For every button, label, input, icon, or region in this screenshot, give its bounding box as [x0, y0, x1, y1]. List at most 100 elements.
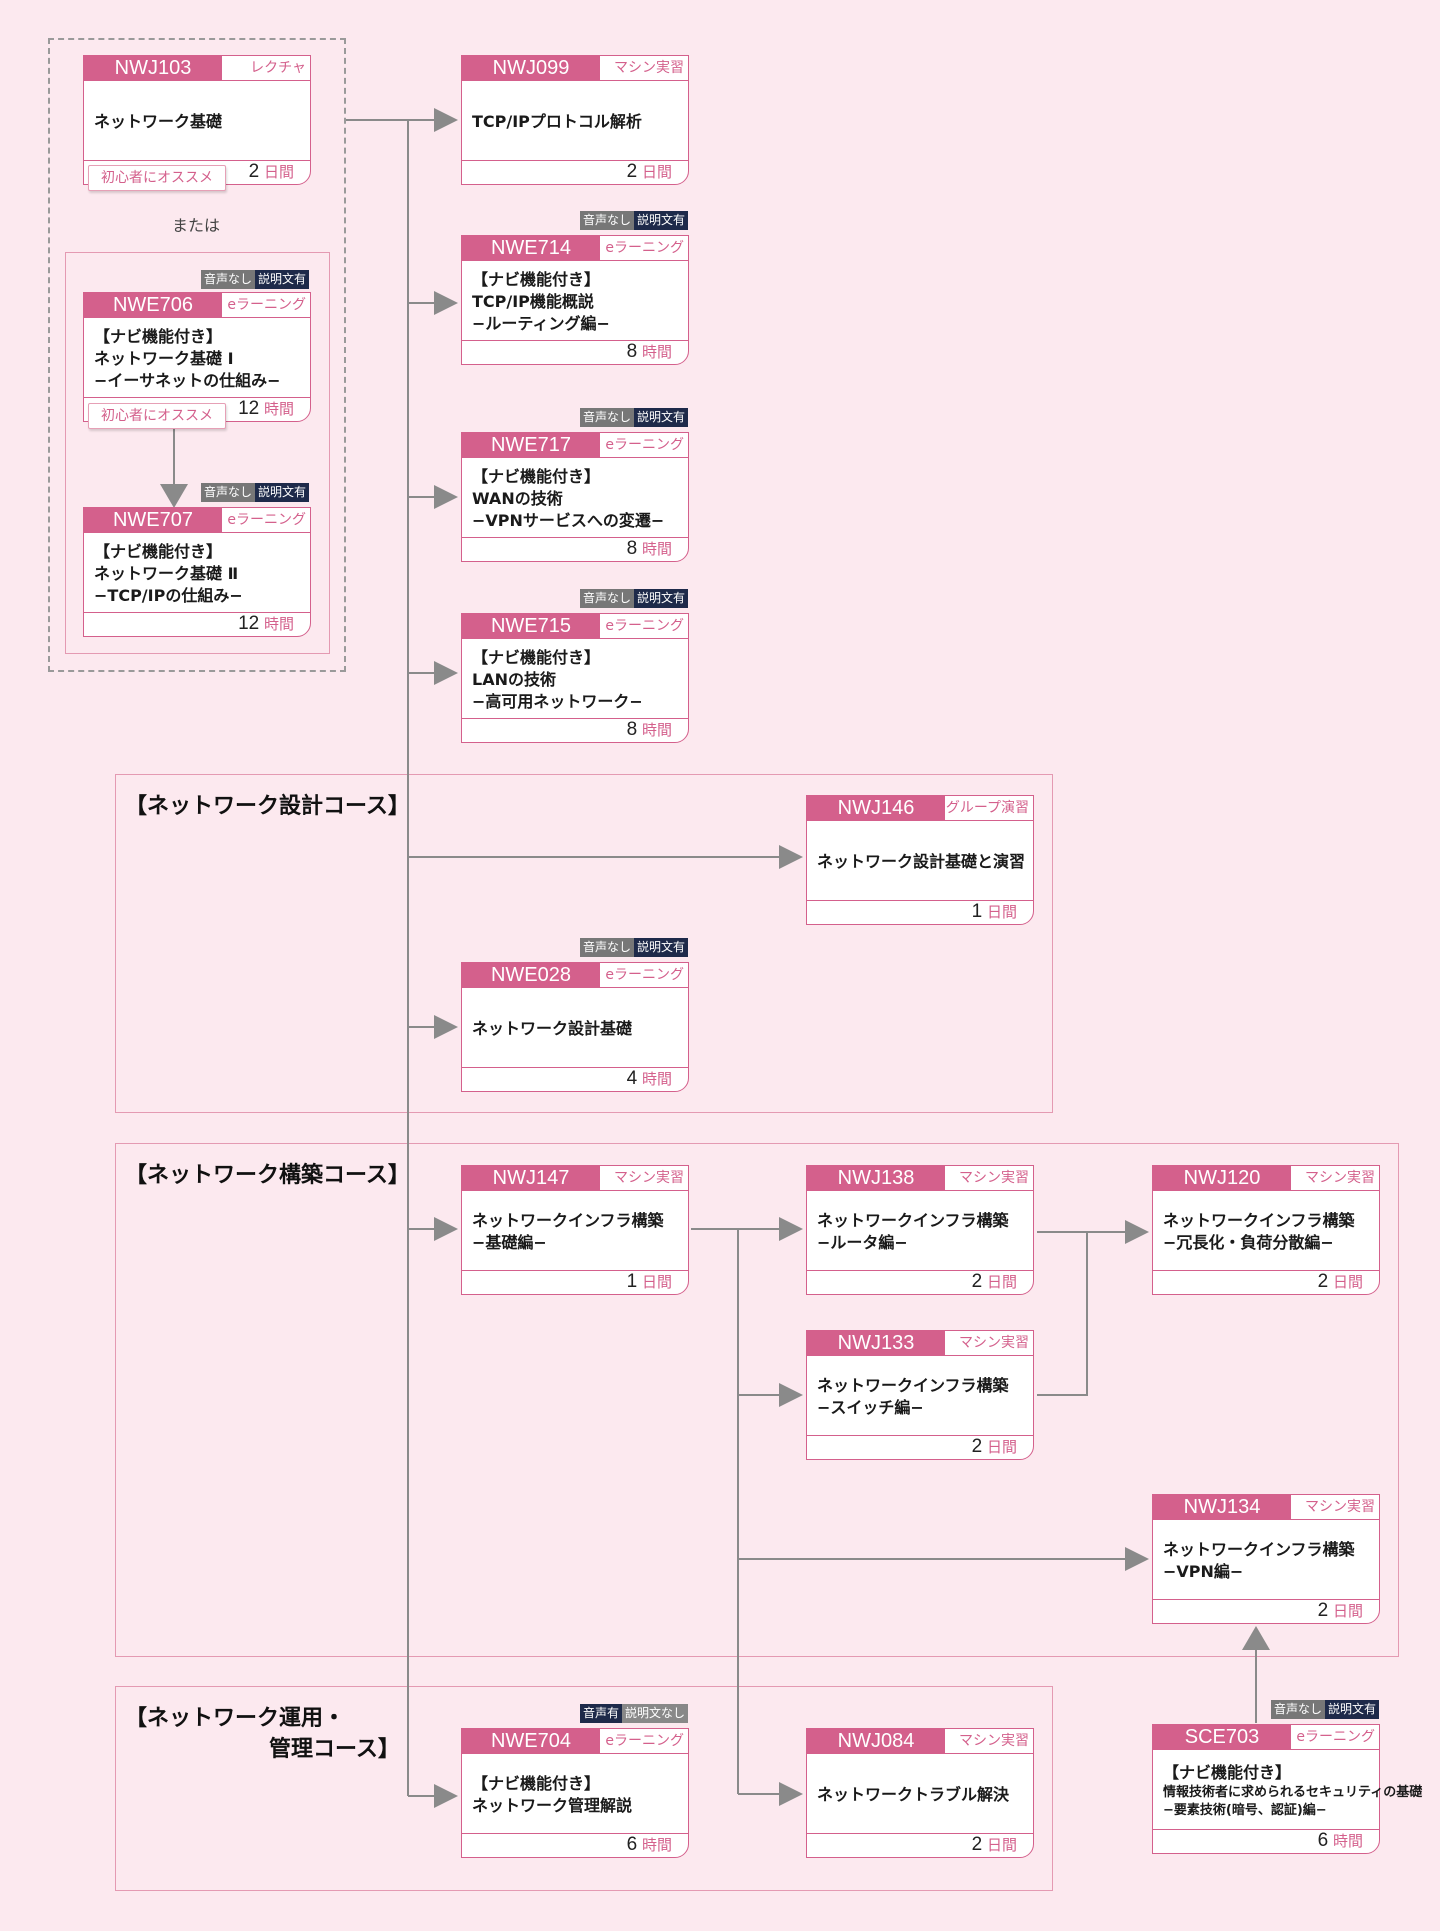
course-code: NWJ133: [807, 1331, 945, 1355]
course-type: eラーニング: [222, 508, 310, 532]
course-title-line: ネットワーク管理解説: [472, 1796, 633, 1815]
course-code: NWE028: [462, 963, 600, 987]
course-title: ネットワーク基礎: [94, 112, 223, 131]
course-duration: 1 日間: [971, 901, 1017, 922]
course-type: eラーニング: [600, 963, 688, 987]
course-duration: 2 日間: [1317, 1600, 1363, 1621]
course-type: eラーニング: [600, 433, 688, 457]
course-title-line: ネットワークインフラ構築: [472, 1211, 664, 1230]
course-duration: 2 日間: [971, 1834, 1017, 1855]
tag-no-audio-with-text: 音声なし説明文有: [1271, 1700, 1380, 1719]
course-code: NWE715: [462, 614, 600, 638]
elearning-alternative-group: [65, 252, 330, 654]
or-label: または: [172, 216, 221, 235]
course-title-line: 【ナビ機能付き】: [1163, 1763, 1292, 1782]
course-title: TCP/IPプロトコル解析: [472, 112, 642, 131]
course-duration: 6 時間: [1317, 1830, 1363, 1851]
tag-no-audio-with-text: 音声なし説明文有: [580, 408, 689, 427]
tag-with-audio-no-text: 音声有説明文なし: [580, 1704, 689, 1723]
course-code: NWE704: [462, 1729, 600, 1753]
course-code: NWJ120: [1153, 1166, 1291, 1190]
course-duration: 12 時間: [238, 398, 294, 419]
course-title-line: 【ナビ機能付き】: [472, 648, 601, 667]
course-title-line: −TCP/IPの仕組み−: [94, 586, 243, 605]
course-type: eラーニング: [600, 236, 688, 260]
course-code: NWJ146: [807, 796, 945, 820]
course-code: NWJ138: [807, 1166, 945, 1190]
recommend-badge: 初心者にオススメ: [88, 403, 226, 429]
course-title-line: 情報技術者に求められるセキュリティの基礎: [1163, 1785, 1423, 1800]
section-title-ops-line1: 【ネットワーク運用・: [125, 1706, 346, 1731]
course-code: NWJ099: [462, 56, 600, 80]
course-title-line: −イーサネットの仕組み−: [94, 371, 281, 390]
course-code: NWE714: [462, 236, 600, 260]
course-title: ネットワーク設計基礎と演習: [817, 852, 1026, 871]
course-duration: 6 時間: [626, 1834, 672, 1855]
course-title-line: 【ナビ機能付き】: [472, 1774, 601, 1793]
section-title-build: 【ネットワーク構築コース】: [125, 1163, 410, 1188]
tag-no-audio-with-text: 音声なし説明文有: [580, 938, 689, 957]
course-title-line: 【ナビ機能付き】: [94, 327, 223, 346]
course-title-line: LANの技術: [472, 670, 556, 689]
course-title-line: −スイッチ編−: [817, 1398, 924, 1417]
course-type: マシン実習: [945, 1331, 1033, 1355]
course-title-line: −要素技術(暗号、認証)編−: [1163, 1803, 1327, 1818]
course-title-line: −高可用ネットワーク−: [472, 692, 643, 711]
course-type: レクチャ: [222, 56, 310, 80]
course-type: マシン実習: [600, 56, 688, 80]
course-title-line: −ルータ編−: [817, 1233, 908, 1252]
course-title-line: ネットワークインフラ構築: [817, 1376, 1009, 1395]
section-network-operations: [115, 1686, 1053, 1891]
course-title-line: −基礎編−: [472, 1233, 547, 1252]
course-type: マシン実習: [1291, 1495, 1379, 1519]
section-title-design: 【ネットワーク設計コース】: [125, 794, 410, 819]
course-duration: 2 日間: [971, 1271, 1017, 1292]
section-network-build: [115, 1143, 1399, 1657]
course-title-line: ネットワークインフラ構築: [1163, 1540, 1355, 1559]
section-network-design: [115, 774, 1053, 1113]
course-title-line: −VPN編−: [1163, 1562, 1244, 1581]
course-code: SCE703: [1153, 1725, 1291, 1749]
course-type: グループ演習: [945, 796, 1033, 820]
tag-no-audio-with-text: 音声なし説明文有: [201, 483, 310, 502]
course-type: eラーニング: [222, 293, 310, 317]
course-title-line: ネットワークインフラ構築: [817, 1211, 1009, 1230]
course-title-line: −ルーティング編−: [472, 314, 610, 333]
course-title-line: WANの技術: [472, 489, 563, 508]
course-code: NWJ147: [462, 1166, 600, 1190]
course-code: NWJ103: [84, 56, 222, 80]
course-code: NWE717: [462, 433, 600, 457]
course-title-line: 【ナビ機能付き】: [472, 270, 601, 289]
tag-no-audio-with-text: 音声なし説明文有: [580, 589, 689, 608]
course-code: NWJ134: [1153, 1495, 1291, 1519]
course-title-line: 【ナビ機能付き】: [94, 542, 223, 561]
course-code: NWJ084: [807, 1729, 945, 1753]
course-type: マシン実習: [945, 1166, 1033, 1190]
course-duration: 1 日間: [626, 1271, 672, 1292]
course-code: NWE706: [84, 293, 222, 317]
course-title-line: ネットワーク基礎 Ⅱ: [94, 564, 239, 583]
section-title-ops-line2: 管理コース】: [269, 1737, 400, 1762]
course-type: マシン実習: [600, 1166, 688, 1190]
course-duration: 8 時間: [626, 719, 672, 740]
course-type: マシン実習: [945, 1729, 1033, 1753]
course-duration: 2 日間: [626, 161, 672, 182]
